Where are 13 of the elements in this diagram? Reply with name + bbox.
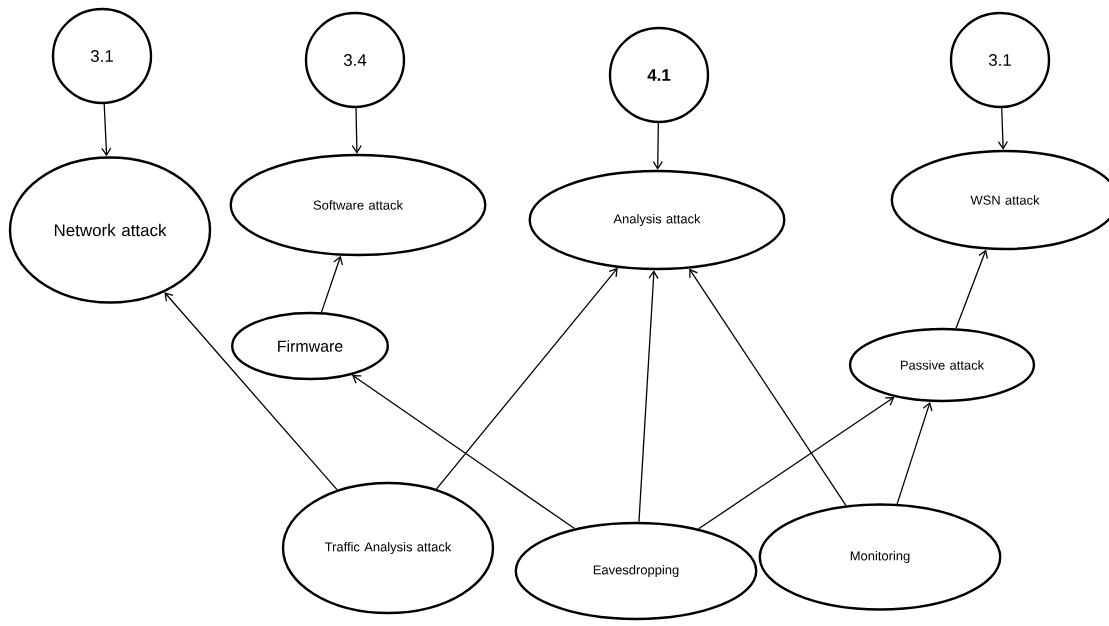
arrow — [320, 255, 343, 313]
arrow — [351, 107, 362, 154]
arrow — [689, 268, 847, 507]
arrow — [697, 396, 895, 530]
arrow — [638, 270, 659, 523]
arrow — [435, 267, 618, 490]
arrow — [101, 103, 112, 157]
arrow — [164, 292, 338, 491]
arrow — [652, 122, 663, 170]
arrow — [997, 107, 1009, 150]
arrow — [955, 249, 989, 329]
arrow — [351, 374, 576, 530]
arrow — [896, 401, 933, 505]
